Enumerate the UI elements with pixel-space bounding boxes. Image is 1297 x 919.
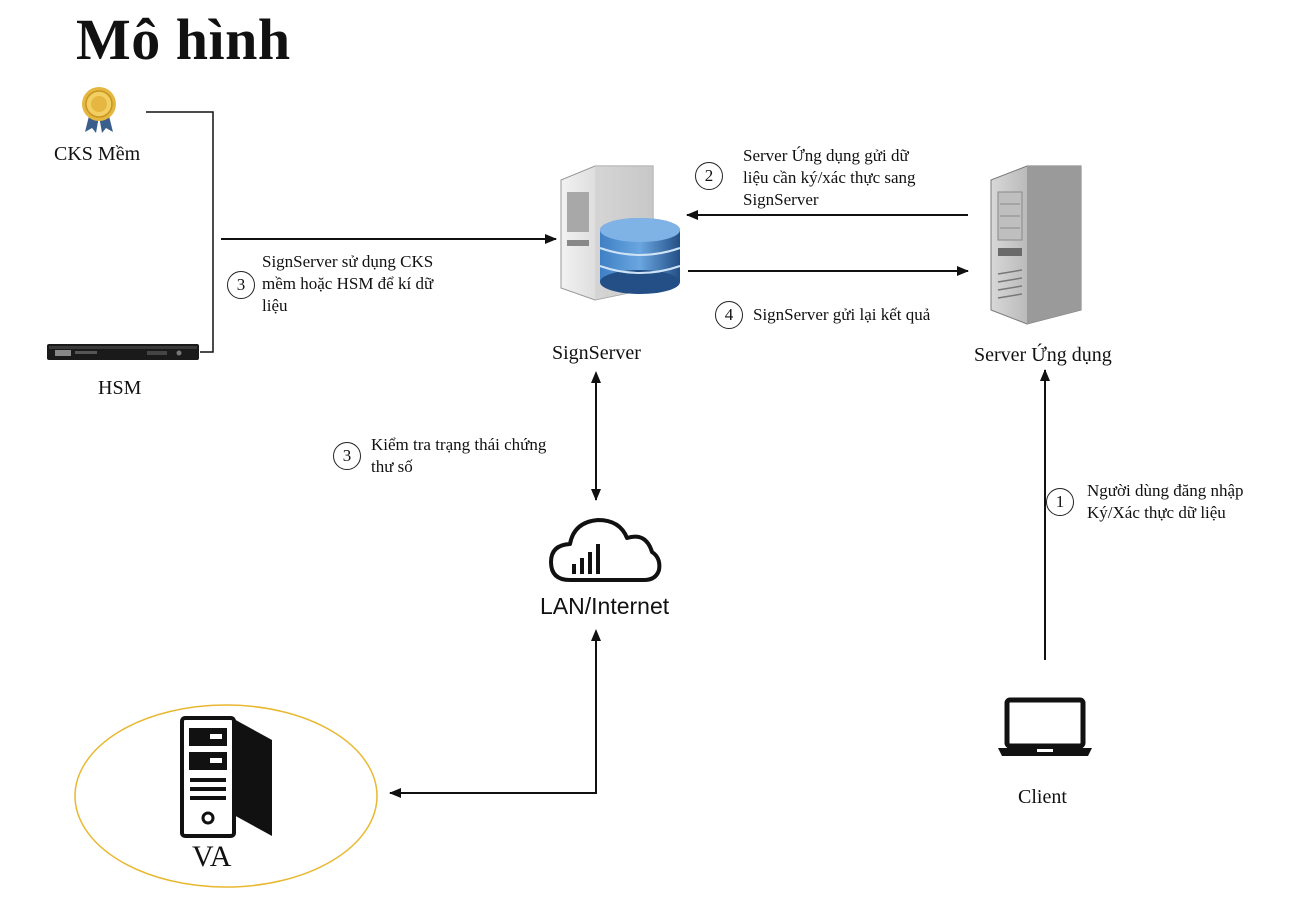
- cloud-icon: [549, 518, 662, 582]
- step-2-text: Server Ứng dụng gửi dữ liệu cần ký/xác t…: [743, 146, 916, 209]
- step-3-sign-number: 3: [227, 271, 255, 299]
- signserver-label: SignServer: [552, 342, 641, 364]
- client-label: Client: [1018, 786, 1067, 808]
- lan-internet-label: LAN/Internet: [540, 593, 670, 619]
- step-3-check-text: Kiểm tra trạng thái chứng thư số: [371, 435, 547, 476]
- hsm-label: HSM: [98, 377, 142, 399]
- server-database-icon: [560, 165, 681, 301]
- cks-mem-label: CKS Mềm: [54, 143, 141, 165]
- step-4-number: 4: [715, 301, 743, 329]
- step-4-text: SignServer gửi lại kết quả: [753, 305, 931, 324]
- laptop-icon: [998, 697, 1092, 756]
- step-1-number: 1: [1046, 488, 1074, 516]
- arrow-lan-va: [389, 629, 601, 798]
- step-2-number: 2: [695, 162, 723, 190]
- step-3-sign-text: SignServer sử dụng CKS mềm hoặc HSM để k…: [262, 252, 434, 315]
- page-title: Mô hình: [76, 7, 291, 72]
- medal-icon: [82, 87, 116, 133]
- cks-mem-node: [52, 86, 152, 166]
- server-tower-icon: [990, 165, 1082, 325]
- va-label: VA: [192, 840, 232, 873]
- server-ung-dung-label: Server Ứng dụng: [974, 344, 1112, 366]
- step-1-text: Người dùng đăng nhập Ký/Xác thực dữ liệu: [1087, 481, 1244, 522]
- hsm-appliance-icon: [47, 344, 199, 360]
- va-server-icon: [180, 716, 272, 838]
- va-ellipse: [74, 704, 378, 888]
- step-3-check-number: 3: [333, 442, 361, 470]
- cks-hsm-bracket: [146, 111, 214, 353]
